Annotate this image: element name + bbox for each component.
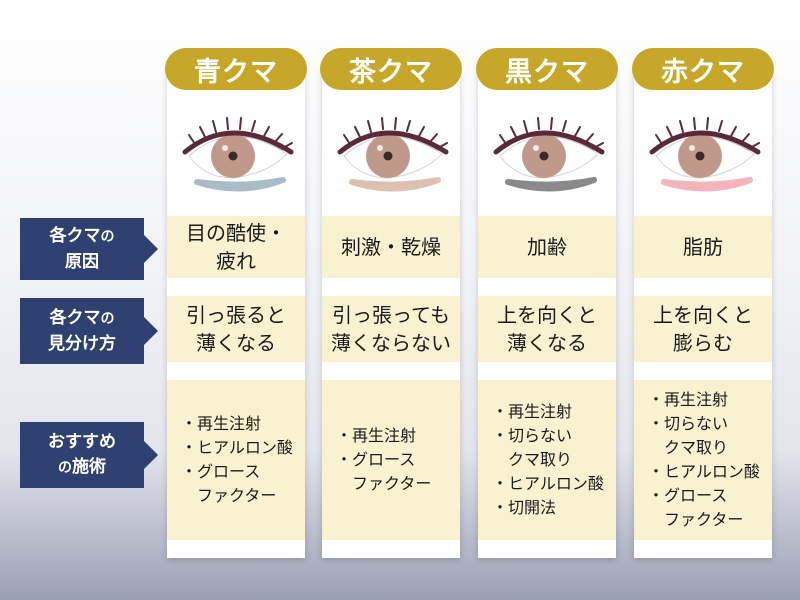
treatment-list: ・再生注射・切らない クマ取り・ヒアルロン酸・切開法 bbox=[478, 352, 604, 568]
look-text: 上を向くと 薄くなる bbox=[497, 303, 597, 355]
treatment-item: ファクター bbox=[181, 486, 277, 505]
cause-cell: 加齢 bbox=[478, 216, 616, 278]
column-header-3: 黒クマ bbox=[476, 48, 618, 90]
look-text: 引っ張っても 薄くならない bbox=[331, 303, 451, 355]
column-card-2: 刺激・乾燥 引っ張っても 薄くならない ・再生注射・グロース ファクター bbox=[322, 68, 460, 558]
column-card-3: 加齢 上を向くと 薄くなる ・再生注射・切らない クマ取り・ヒアルロン酸・切開法 bbox=[478, 68, 616, 558]
treatment-item: ・再生注射 bbox=[181, 414, 262, 433]
cause-text: 加齢 bbox=[527, 235, 567, 259]
eye-illustration-icon bbox=[493, 117, 605, 192]
treatment-item: ・グロース bbox=[181, 462, 261, 481]
treatment-item: ファクター bbox=[336, 474, 432, 493]
under-eye-shadow bbox=[349, 177, 441, 192]
column-card-1: 目の酷使・ 疲れ 引っ張ると 薄くなる ・再生注射・ヒアルロン酸・グロース ファ… bbox=[167, 68, 305, 558]
row-label-cause-main: 各クマ bbox=[49, 225, 101, 246]
treatment-item: ファクター bbox=[648, 510, 744, 529]
eye-illustration-icon bbox=[337, 117, 449, 192]
row-label-cause: 各クマの 原因 bbox=[20, 218, 158, 280]
cause-cell: 目の酷使・ 疲れ bbox=[167, 216, 305, 278]
row-label-treatment-particle: の bbox=[58, 459, 72, 476]
column-header-2: 茶クマ bbox=[320, 48, 462, 90]
treatment-item: ・グロース bbox=[648, 486, 728, 505]
look-cell: 上を向くと 薄くなる bbox=[478, 296, 616, 362]
cause-cell: 刺激・乾燥 bbox=[322, 216, 460, 278]
row-label-cause-line2: 原因 bbox=[65, 251, 99, 272]
treatment-list: ・再生注射・ヒアルロン酸・グロース ファクター bbox=[167, 364, 293, 556]
look-cell: 上を向くと 膨らむ bbox=[634, 296, 772, 362]
row-label-look-particle: の bbox=[100, 310, 115, 327]
cause-text: 目の酷使・ 疲れ bbox=[186, 221, 286, 273]
row-label-look-line2: 見分け方 bbox=[48, 333, 116, 354]
look-text: 引っ張ると 薄くなる bbox=[186, 303, 286, 355]
under-eye-shadow bbox=[661, 177, 753, 192]
treatment-list: ・再生注射・グロース ファクター bbox=[322, 376, 431, 544]
treatment-item: ・ヒアルロン酸 bbox=[181, 438, 293, 457]
look-text: 上を向くと 膨らむ bbox=[653, 303, 753, 355]
treatment-item: ・切らない bbox=[648, 414, 729, 433]
treatment-cell: ・再生注射・切らない クマ取り・ヒアルロン酸・切開法 bbox=[478, 380, 616, 540]
column-card-4: 脂肪 上を向くと 膨らむ ・再生注射・切らない クマ取り・ヒアルロン酸・グロース… bbox=[634, 68, 772, 558]
treatment-cell: ・再生注射・切らない クマ取り・ヒアルロン酸・グロース ファクター bbox=[634, 380, 772, 540]
column-header-1: 青クマ bbox=[165, 48, 307, 90]
treatment-item: ・再生注射 bbox=[648, 390, 729, 409]
cause-text: 脂肪 bbox=[683, 235, 723, 259]
treatment-item: ・ヒアルロン酸 bbox=[492, 474, 604, 493]
treatment-item: ・再生注射 bbox=[336, 426, 417, 445]
cause-cell: 脂肪 bbox=[634, 216, 772, 278]
treatment-list: ・再生注射・切らない クマ取り・ヒアルロン酸・グロース ファクター bbox=[634, 340, 760, 580]
row-label-treatment: おすすめ の施術 bbox=[20, 422, 158, 488]
eye-illustration-icon bbox=[649, 117, 761, 192]
treatment-item: ・グロース bbox=[336, 450, 416, 469]
treatment-item: ・ヒアルロン酸 bbox=[648, 462, 760, 481]
treatment-item: ・再生注射 bbox=[492, 402, 573, 421]
look-cell: 引っ張ると 薄くなる bbox=[167, 296, 305, 362]
row-label-treatment-line1: おすすめ bbox=[48, 431, 116, 452]
column-header-4: 赤クマ bbox=[632, 48, 774, 90]
row-label-look: 各クマの 見分け方 bbox=[20, 298, 158, 364]
under-eye-shadow bbox=[194, 177, 286, 192]
treatment-item: ・切らない bbox=[492, 426, 573, 445]
treatment-cell: ・再生注射・ヒアルロン酸・グロース ファクター bbox=[167, 380, 305, 540]
look-cell: 引っ張っても 薄くならない bbox=[322, 296, 460, 362]
treatment-item: ・切開法 bbox=[492, 498, 557, 517]
treatment-item: クマ取り bbox=[492, 450, 573, 469]
row-label-look-main: 各クマ bbox=[49, 307, 101, 328]
row-label-cause-particle: の bbox=[100, 228, 115, 245]
treatment-cell: ・再生注射・グロース ファクター bbox=[322, 380, 460, 540]
under-eye-shadow bbox=[505, 177, 597, 192]
row-label-treatment-main: 施術 bbox=[72, 456, 106, 477]
cause-text: 刺激・乾燥 bbox=[341, 235, 441, 259]
treatment-item: クマ取り bbox=[648, 438, 729, 457]
eye-illustration-icon bbox=[182, 117, 294, 192]
